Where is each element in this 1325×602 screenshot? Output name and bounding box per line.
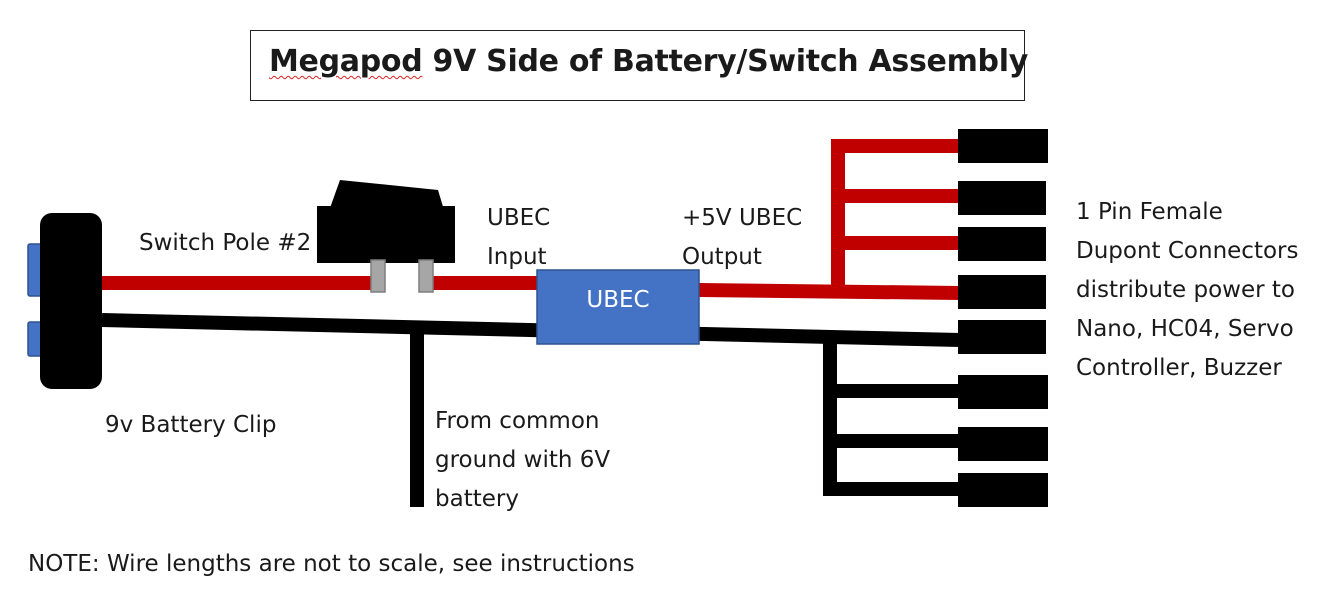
dupont-connectors-label: 1 Pin Female Dupont Connectors distribut… <box>1076 193 1298 388</box>
dupont-connectors-label-line-5: Controller, Buzzer <box>1076 355 1282 381</box>
ubec-input-label-line-2: Input <box>487 244 547 270</box>
ubec-module <box>536 269 700 345</box>
switch-rocker <box>330 180 444 210</box>
title-box <box>250 30 1025 101</box>
ubec-output-label: +5V UBEC Output <box>682 199 802 277</box>
dupont-connector-3 <box>958 227 1046 261</box>
dupont-connector-7 <box>958 427 1048 461</box>
dupont-connector-6 <box>958 375 1048 409</box>
ubec-input-label-line-1: UBEC <box>487 205 551 231</box>
switch-pin-1 <box>370 259 386 293</box>
dupont-connector-4 <box>958 275 1046 309</box>
diagram-title: Megapod 9V Side of Battery/Switch Assemb… <box>269 44 1028 79</box>
ubec-output-label-line-2: Output <box>682 244 762 270</box>
title-rest: 9V Side of Battery/Switch Assembly <box>422 44 1029 79</box>
common-ground-label-line-3: battery <box>435 486 519 512</box>
ubec-input-label: UBEC Input <box>487 199 550 277</box>
ground-wire-main <box>101 313 961 347</box>
battery-clip <box>40 213 102 389</box>
dupont-connector-2 <box>958 181 1046 215</box>
battery-clip-label: 9v Battery Clip <box>105 412 277 438</box>
dupont-connectors-label-line-3: distribute power to <box>1076 277 1295 303</box>
dupont-connector-8 <box>958 473 1048 507</box>
dupont-connector-5 <box>958 320 1046 354</box>
common-ground-label: From common ground with 6V battery <box>435 402 610 519</box>
title-word-megapod: Megapod <box>269 44 423 79</box>
common-ground-label-line-2: ground with 6V <box>435 447 611 473</box>
dupont-connectors-label-line-4: Nano, HC04, Servo <box>1076 316 1294 342</box>
note-text: NOTE: Wire lengths are not to scale, see… <box>28 551 635 577</box>
common-ground-label-line-1: From common <box>435 408 600 434</box>
positive-wire-ubec-output <box>698 283 961 300</box>
switch-pole-label: Switch Pole #2 <box>139 230 312 256</box>
switch-body <box>317 206 455 263</box>
dupont-connectors-label-line-1: 1 Pin Female <box>1076 199 1223 225</box>
ubec-output-label-line-1: +5V UBEC <box>682 205 803 231</box>
dupont-connectors-label-line-2: Dupont Connectors <box>1076 238 1299 264</box>
dupont-connector-1 <box>958 129 1048 163</box>
switch-pin-2 <box>418 259 434 293</box>
ubec-module-label: UBEC <box>586 287 650 313</box>
